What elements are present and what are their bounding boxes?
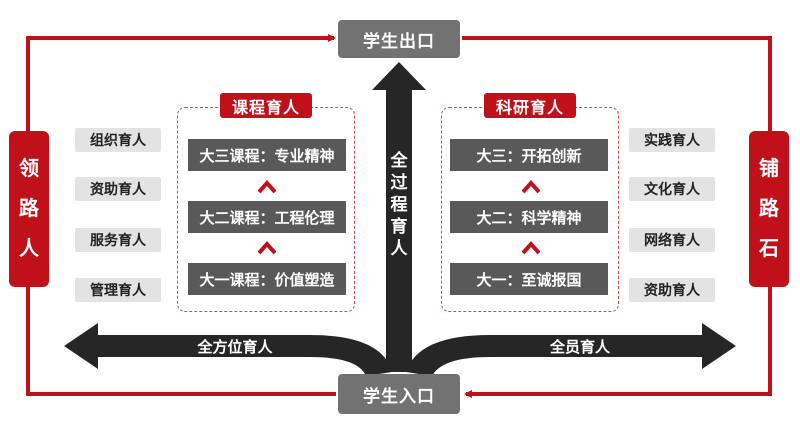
research-group-title: 科研育人 — [484, 93, 576, 118]
student-entry-node: 学生入口 — [338, 374, 460, 414]
course-group-title: 课程育人 — [220, 93, 312, 118]
center-vertical-arrow — [372, 62, 426, 372]
center-arrow-char: 育 — [390, 217, 408, 236]
left-curved-arrow — [64, 323, 392, 376]
research-step-year1: 大一：至诚报国 — [450, 263, 608, 295]
chevron-up-icon — [257, 238, 277, 258]
chevron-up-icon — [521, 177, 541, 197]
center-arrow-char: 过 — [390, 173, 408, 192]
right-tag: 网络育人 — [629, 228, 715, 252]
side-label-right: 铺 路 石 — [749, 131, 789, 287]
left-tag: 组织育人 — [75, 128, 161, 152]
right-tag: 资助育人 — [629, 278, 715, 302]
chevron-up-icon — [521, 238, 541, 258]
right-curved-arrow — [406, 323, 736, 376]
course-step-year1: 大一课程：价值塑造 — [188, 263, 346, 295]
center-arrow-char: 人 — [390, 239, 408, 258]
course-step-year3: 大三课程：专业精神 — [188, 139, 346, 171]
right-arrow-label: 全员育人 — [549, 338, 610, 356]
chevron-up-icon — [257, 177, 277, 197]
center-arrow-label: 全 过 程 育 人 — [386, 150, 412, 260]
center-arrow-char: 全 — [390, 151, 408, 170]
side-label-left: 领 路 人 — [9, 131, 49, 287]
side-label-right-char: 铺 — [759, 158, 779, 180]
left-arrow-label: 全方位育人 — [197, 338, 273, 356]
left-tag: 资助育人 — [75, 177, 161, 201]
side-label-left-char: 路 — [19, 198, 39, 220]
student-exit-node: 学生出口 — [338, 20, 460, 58]
left-tag: 服务育人 — [75, 228, 161, 252]
center-arrow-char: 程 — [390, 195, 408, 214]
research-step-year2: 大二：科学精神 — [450, 201, 608, 233]
research-step-year3: 大三：开拓创新 — [450, 139, 608, 171]
side-label-left-char: 领 — [19, 158, 39, 180]
right-tag: 文化育人 — [629, 177, 715, 201]
left-tag: 管理育人 — [75, 278, 161, 302]
right-tag: 实践育人 — [629, 128, 715, 152]
side-label-right-char: 石 — [759, 238, 779, 260]
course-step-year2: 大二课程：工程伦理 — [188, 201, 346, 233]
side-label-right-char: 路 — [759, 198, 779, 220]
side-label-left-char: 人 — [19, 238, 39, 260]
